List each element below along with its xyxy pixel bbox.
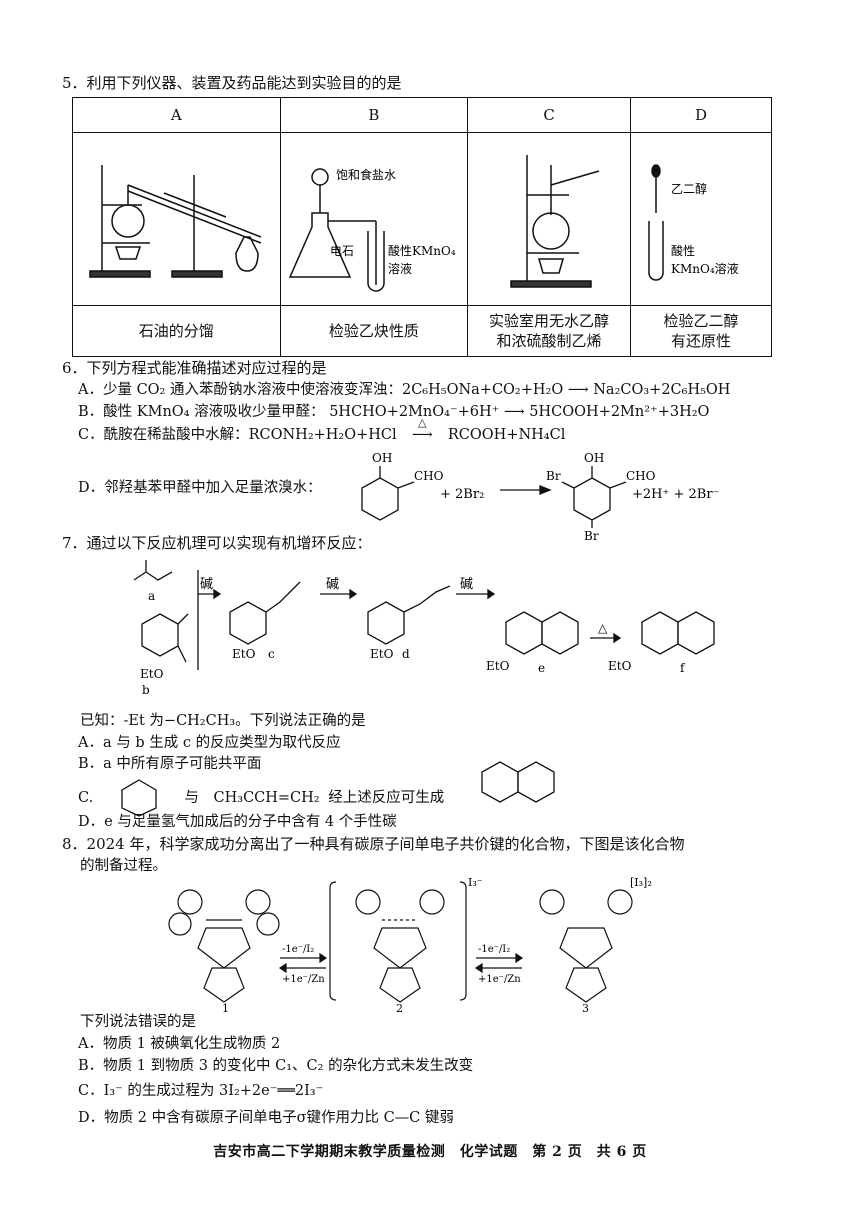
q8-question: 下列说法错误的是 [80, 1014, 196, 1030]
q8-stem-2: 的制备过程。 [80, 858, 167, 874]
compound-3-label: 3 [582, 1002, 589, 1012]
compound-b-label: b [142, 683, 150, 697]
ethylene-apparatus-icon [510, 154, 600, 288]
caption-b: 检验乙炔性质 [279, 305, 469, 357]
apparatus-a-image [72, 132, 281, 306]
bicyclic-product-icon [481, 761, 555, 803]
header-a: A [72, 97, 281, 133]
q5-apparatus-table: A B C D [72, 97, 772, 357]
caption-d: 检验乙二醇 有还原性 [630, 305, 772, 357]
q6-stem: 6．下列方程式能准确描述对应过程的是 [62, 359, 327, 377]
q7-c-prefix: C. [78, 790, 94, 806]
q6-option-b: B．酸性 KMnO₄ 溶液吸收少量甲醛： 5HCHO+2MnO₄⁻+6H⁺ ⟶ … [78, 404, 710, 420]
page-footer: 吉安市高二下学期期末教学质量检测 化学试题 第 2 页 共 6 页 [213, 1144, 647, 1160]
product-ions: +2H⁺ + 2Br⁻ [632, 487, 719, 502]
label-kmno4: 酸性KMnO₄ [388, 243, 456, 258]
label-solution: 溶液 [388, 261, 412, 276]
oh-label-reactant: OH [372, 451, 392, 465]
oh-label-product: OH [584, 451, 604, 465]
compound-f-label: f [680, 661, 686, 675]
q6-c-reactants: C．酰胺在稀盐酸中水解：RCONH₂+H₂O+HCl [78, 427, 397, 443]
label-ethylene-glycol: 乙二醇 [671, 181, 707, 196]
q7-stem: 7．通过以下反应机理可以实现有机增环反应： [62, 534, 372, 552]
base-label-1: 碱 [200, 577, 213, 592]
q8-reaction-scheme: -1e⁻/I₂ +1e⁻/Zn -1e⁻/I₂ +1e⁻/Zn 1 2 3 I₃… [168, 876, 652, 1012]
q8-option-a: A．物质 1 被碘氧化生成物质 2 [78, 1036, 281, 1052]
heat-label: △ [598, 621, 608, 635]
q8-option-d: D．物质 2 中含有碳原子间单电子σ键作用力比 C—C 键弱 [78, 1110, 454, 1126]
q7-option-c: C. 与 CH₃CCH=CH₂ 经上述反应可生成 [78, 788, 444, 808]
compound-1-label: 1 [222, 1002, 229, 1012]
distillation-apparatus-icon [89, 164, 262, 278]
header-c: C [467, 97, 631, 133]
bromine-reagent: + 2Br₂ [440, 487, 484, 502]
apparatus-c-image [467, 132, 631, 306]
eto-e: EtO [486, 659, 510, 673]
q6-option-a: A．少量 CO₂ 通入苯酚钠水溶液中使溶液变浑浊：2C₆H₅ONa+CO₂+H₂… [78, 382, 731, 398]
eto-c: EtO [232, 647, 256, 661]
label-kmno4-solution: KMnO₄溶液 [671, 261, 739, 276]
q8-option-b: B．物质 1 到物质 3 的变化中 C₁、C₂ 的杂化方式未发生改变 [78, 1058, 474, 1074]
apparatus-b-image: 饱和食盐水 电石 酸性KMnO₄ 溶液 [279, 132, 469, 306]
backward-reagent-2: +1e⁻/Zn [478, 974, 521, 985]
label-calcium-carbide: 电石 [330, 244, 354, 258]
forward-reagent-2: -1e⁻/I₂ [478, 944, 510, 955]
q7-c-with: 与 [184, 790, 199, 806]
base-label-2: 碱 [326, 577, 339, 592]
header-b: B [279, 97, 469, 133]
q8-option-c: C．I₃⁻ 的生成过程为 3I₂+2e⁻══2I₃⁻ [78, 1083, 324, 1099]
br-label-bottom: Br [584, 529, 599, 540]
br-label-left: Br [546, 469, 561, 483]
q6-option-c: C．酰胺在稀盐酸中水解：RCONH₂+H₂O+HCl △⟶ RCOOH+NH₄C… [78, 416, 566, 445]
q7-known: 已知：-Et 为−CH₂CH₃。下列说法正确的是 [80, 713, 366, 729]
compound-2-label: 2 [396, 1002, 403, 1012]
test-tube-icon: 乙二醇 酸性 KMnO₄溶液 [648, 163, 739, 281]
forward-reagent-1: -1e⁻/I₂ [282, 944, 314, 955]
eto-b: EtO [140, 667, 164, 681]
compound-d-label: d [402, 647, 410, 661]
q7-option-d: D．e 与足量氢气加成后的分子中含有 4 个手性碳 [78, 814, 397, 830]
q7-c-suffix: 经上述反应可生成 [328, 790, 445, 806]
cho-label-product: CHO [626, 469, 656, 483]
backward-reagent-1: +1e⁻/Zn [282, 974, 325, 985]
compound-c-label: c [268, 647, 275, 661]
acetylene-apparatus-icon: 饱和食盐水 电石 酸性KMnO₄ 溶液 [288, 167, 456, 292]
eto-f: EtO [608, 659, 632, 673]
heat-arrow-icon: △⟶ [411, 416, 433, 443]
q6-d-reaction-scheme: OH CHO + 2Br₂ OH CHO Br Br +2H⁺ + 2Br⁻ [361, 451, 719, 540]
counterion-2: I₃⁻ [468, 876, 483, 889]
q7-option-b: B．a 中所有原子可能共平面 [78, 756, 262, 772]
counterion-3: [I₃]₂ [630, 876, 652, 889]
label-acidic: 酸性 [671, 243, 695, 258]
caption-c: 实验室用无水乙醇 和浓硫酸制乙烯 [467, 305, 631, 357]
header-d: D [630, 97, 772, 133]
methylcyclohexanedione-icon [121, 779, 157, 817]
q7-option-a: A．a 与 b 生成 c 的反应类型为取代反应 [78, 735, 341, 751]
eto-d: EtO [370, 647, 394, 661]
cho-label-reactant: CHO [414, 469, 444, 483]
apparatus-d-image: 乙二醇 酸性 KMnO₄溶液 [630, 132, 772, 306]
base-label-3: 碱 [460, 577, 473, 592]
q6-option-d-text: D．邻羟基苯甲醛中加入足量浓溴水： [78, 480, 322, 496]
label-saturated-brine: 饱和食盐水 [336, 167, 396, 182]
q8-stem-1: 8．2024 年，科学家成功分离出了一种具有碳原子间单电子共价键的化合物，下图是… [62, 835, 685, 853]
q5-stem: 5．利用下列仪器、装置及药品能达到实验目的的是 [62, 74, 402, 92]
q7-mechanism-scheme: 碱 碱 碱 △ a b c d e f EtO EtO EtO EtO EtO [133, 560, 715, 697]
q6-c-products: RCOOH+NH₄Cl [447, 427, 566, 443]
compound-a-label: a [148, 589, 155, 603]
q7-c-reagent: CH₃CCH=CH₂ [213, 790, 320, 806]
compound-e-label: e [538, 661, 545, 675]
caption-a: 石油的分馏 [72, 305, 281, 357]
